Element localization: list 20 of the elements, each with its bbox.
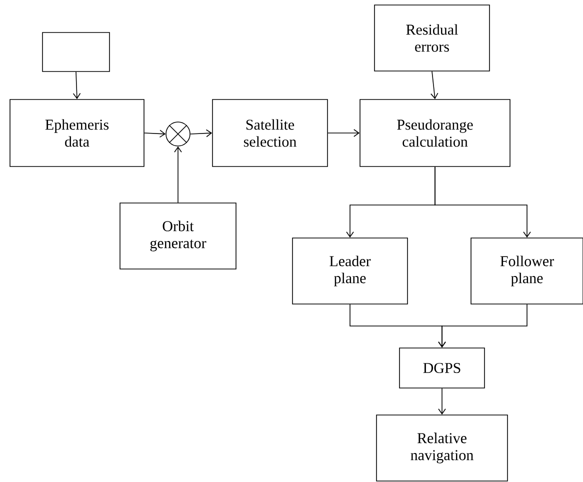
arrow xyxy=(328,129,360,137)
arrow xyxy=(174,146,182,203)
arrow xyxy=(72,72,81,100)
process-box: Satellite selection xyxy=(212,99,328,167)
process-box: Ephemeris data xyxy=(10,99,144,167)
process-box: Pseudorange calculation xyxy=(360,99,510,167)
arrow xyxy=(144,130,166,138)
arrow xyxy=(438,304,528,348)
summing-junction xyxy=(166,122,190,146)
process-box: Follower plane xyxy=(470,238,583,304)
process-box: DGPS xyxy=(399,348,485,388)
process-box: Residual errors xyxy=(374,4,490,72)
arrow xyxy=(430,71,438,100)
arrow xyxy=(190,129,212,138)
process-box: Relative navigation xyxy=(376,414,508,482)
arrow xyxy=(434,166,531,238)
arrow xyxy=(438,388,446,415)
process-box: Leader plane xyxy=(292,238,408,304)
empty-box xyxy=(42,32,110,72)
process-box: Orbit generator xyxy=(120,202,236,270)
